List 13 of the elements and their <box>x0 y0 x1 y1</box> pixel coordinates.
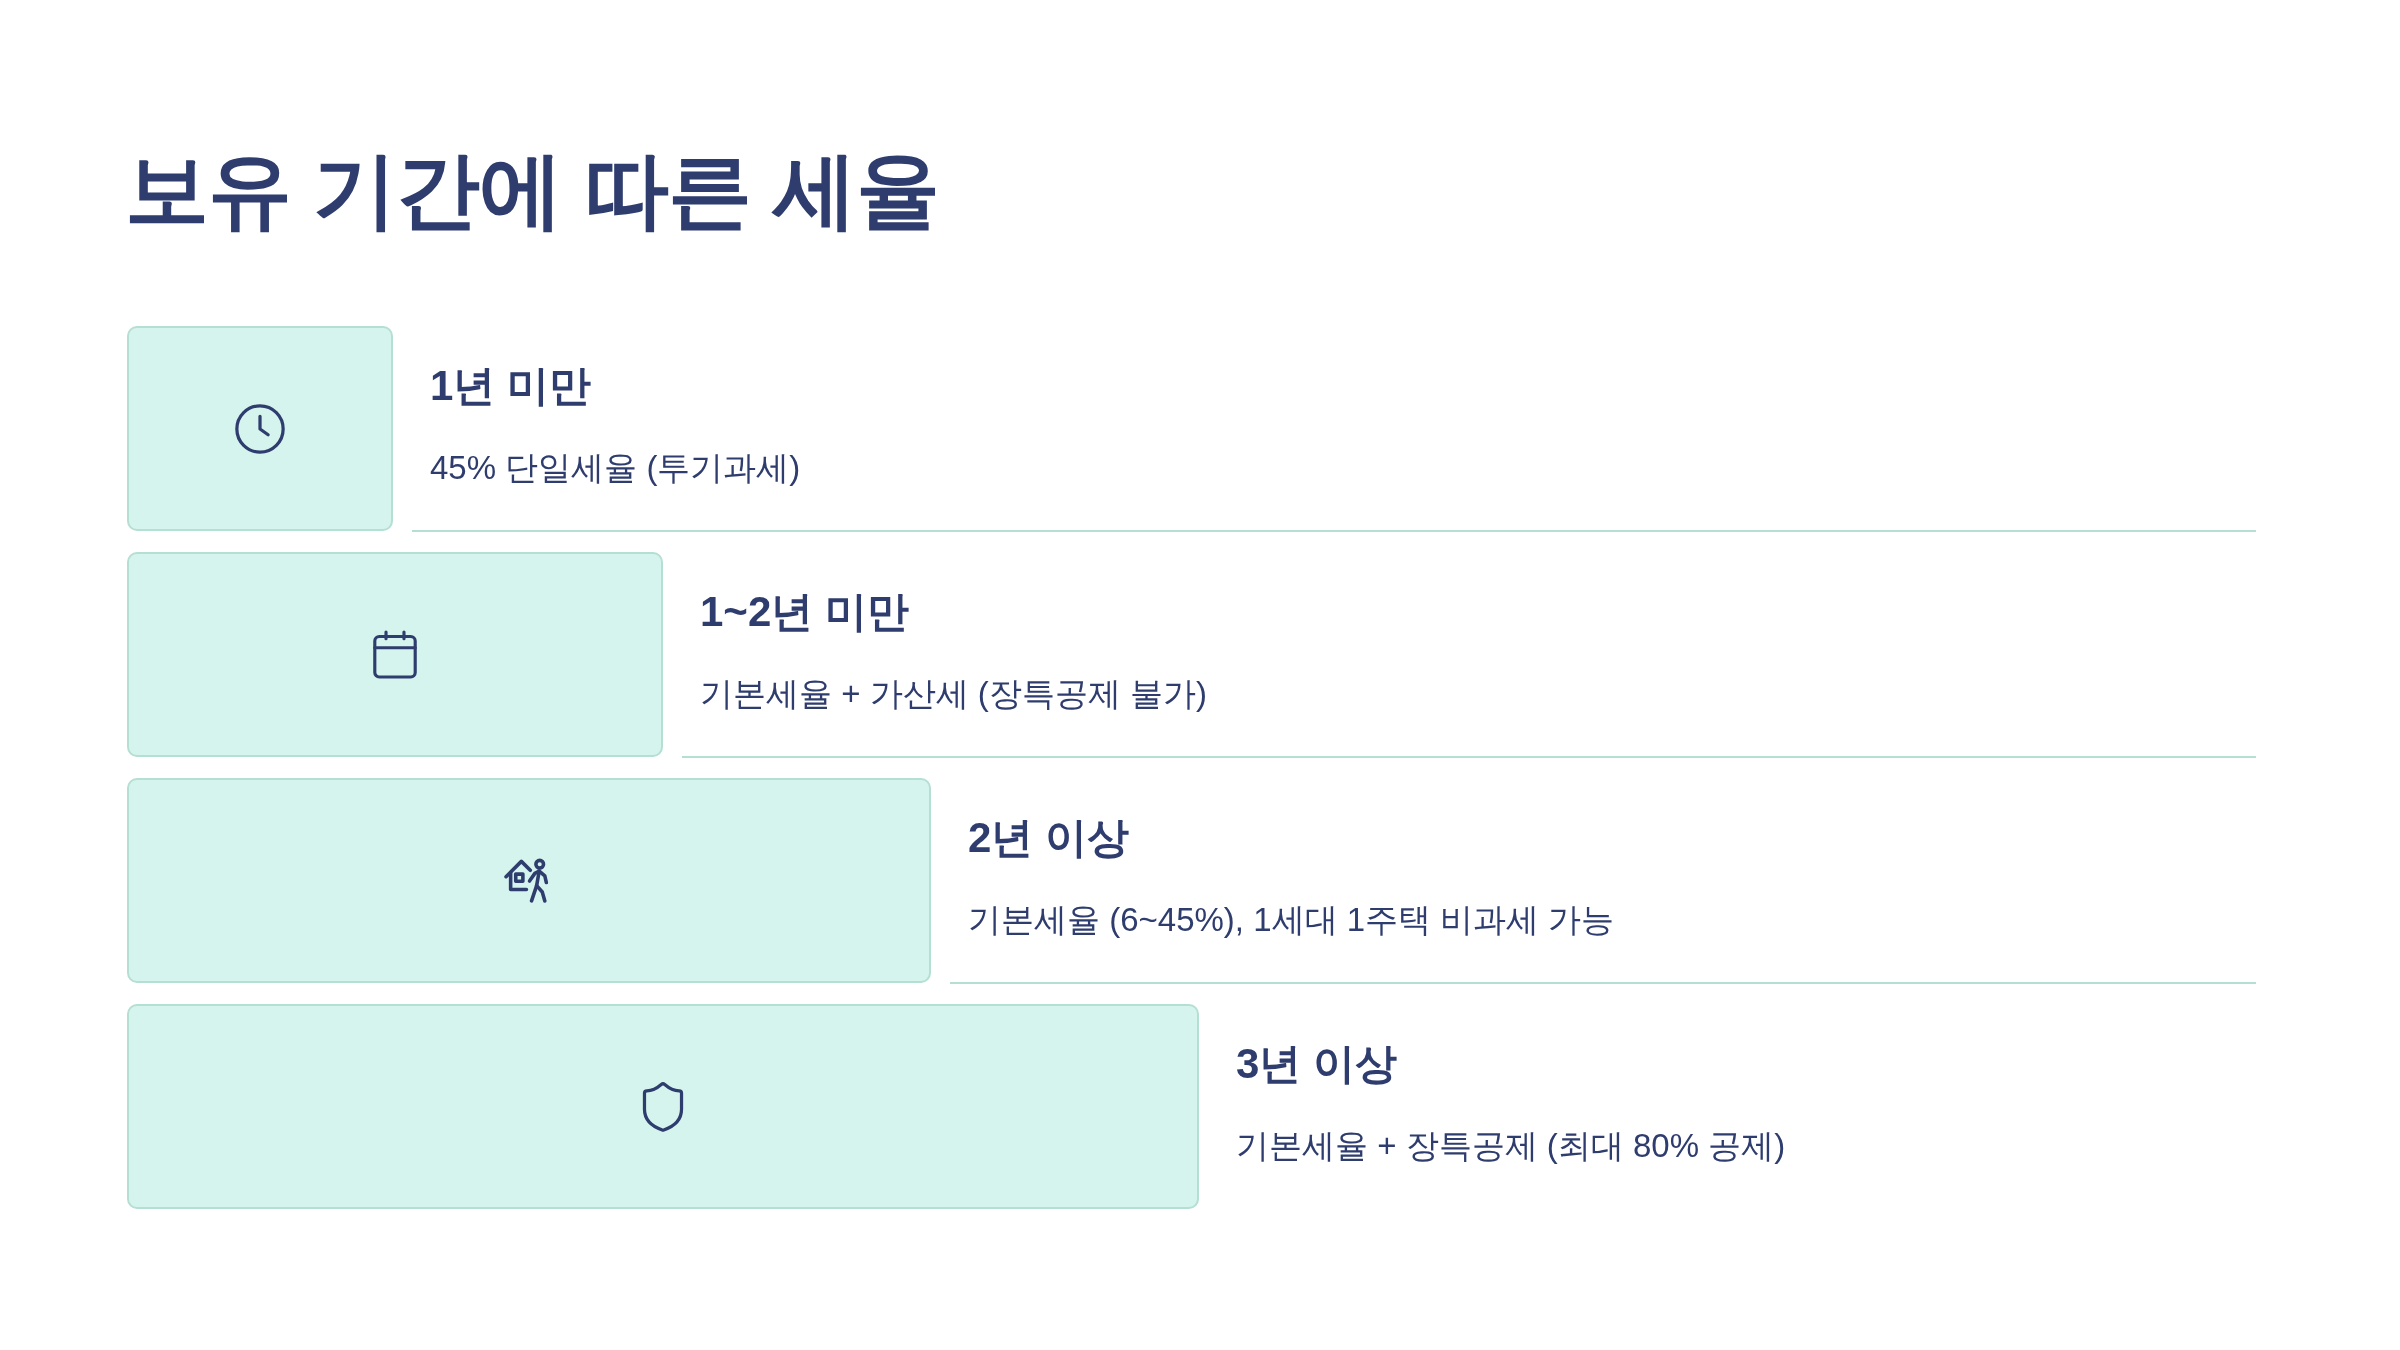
step-description: 기본세율 + 가산세 (장특공제 불가) <box>700 674 1207 714</box>
step-heading: 1~2년 미만 <box>700 587 909 637</box>
step-bar <box>127 552 663 757</box>
step-description: 기본세율 (6~45%), 1세대 1주택 비과세 가능 <box>968 900 1615 940</box>
step-heading: 3년 이상 <box>1236 1039 1398 1089</box>
step-heading: 1년 미만 <box>430 361 592 411</box>
page-title: 보유 기간에 따른 세율 <box>125 142 939 239</box>
step-description: 기본세율 + 장특공제 (최대 80% 공제) <box>1236 1126 1786 1166</box>
step-bar <box>127 778 931 983</box>
step-bar <box>127 1004 1199 1209</box>
step-bar <box>127 326 393 531</box>
step-description: 45% 단일세율 (투기과세) <box>430 448 801 488</box>
step-heading: 2년 이상 <box>968 813 1130 863</box>
